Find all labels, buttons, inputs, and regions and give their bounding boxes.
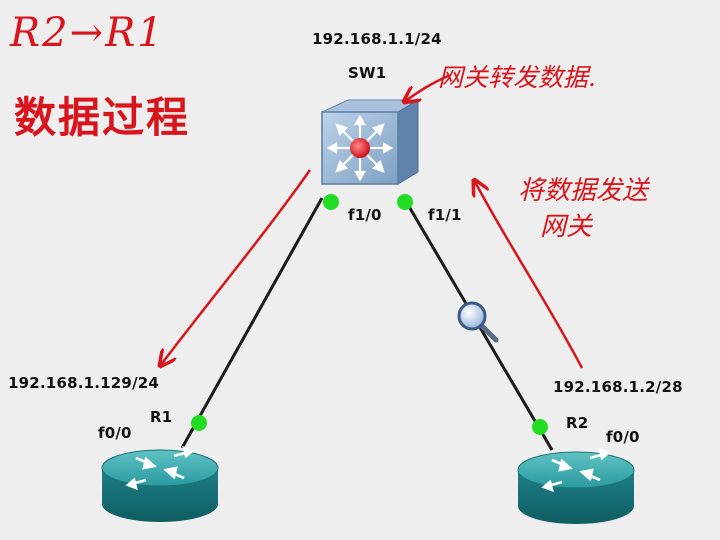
r1-ip-label: 192.168.1.129/24	[8, 374, 160, 392]
port-status-r1-f0-0-icon	[191, 415, 207, 431]
magnifier-capture-icon[interactable]	[457, 301, 499, 343]
r1-name-label: R1	[150, 408, 173, 426]
router-r2-icon[interactable]	[517, 447, 635, 524]
annotation-title-line1: R2→R1	[10, 10, 165, 56]
annotation-arrow-to-switch	[404, 74, 449, 102]
r2-name-label: R2	[566, 414, 589, 432]
annotation-title-line2: 数据过程	[14, 93, 191, 142]
annotation-switch-note: 网关转发数据.	[438, 63, 596, 92]
r1-port-label: f0/0	[98, 424, 132, 442]
annotation-arrow-sw1-to-r1	[160, 169, 312, 366]
port-status-sw1-f1-0-icon	[323, 194, 339, 210]
sw1-ip-label: 192.168.1.1/24	[312, 30, 442, 48]
port-status-sw1-f1-1-icon	[397, 194, 413, 210]
switch-sw1-icon[interactable]	[321, 99, 420, 185]
switch-center-icon	[350, 138, 370, 158]
sw1-port-f1-0-label: f1/0	[348, 206, 382, 224]
annotation-r2-note-line2: 网关	[540, 212, 593, 242]
annotation-arrow-r2-to-sw1	[474, 180, 584, 369]
r2-ip-label: 192.168.1.2/28	[553, 378, 683, 396]
sw1-name-label: SW1	[348, 64, 387, 82]
r2-port-label: f0/0	[606, 428, 640, 446]
sw1-port-f1-1-label: f1/1	[428, 206, 462, 224]
router-r1-icon[interactable]	[101, 445, 219, 522]
link-sw1-r1[interactable]	[180, 197, 324, 449]
port-status-r2-f0-0-icon	[532, 419, 548, 435]
annotation-r2-note-line1: 将数据发送	[518, 176, 649, 206]
